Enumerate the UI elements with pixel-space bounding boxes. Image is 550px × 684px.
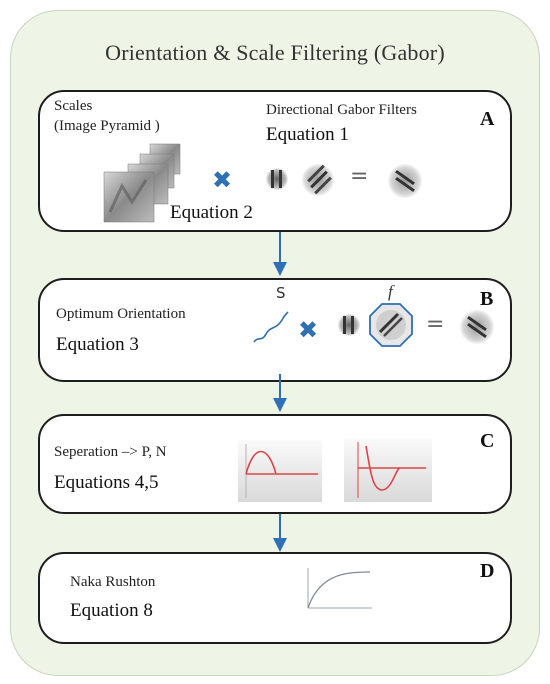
negative-part-plot-icon <box>344 438 432 502</box>
panel-b: Optimum Orientation Equation 3 B S f ✖ = <box>38 278 512 382</box>
selected-gabor-filter-icon <box>369 303 413 347</box>
multiply-icon: ✖ <box>298 316 319 344</box>
gabor-filter-icon <box>460 310 494 344</box>
s-curve-icon <box>253 311 289 343</box>
separation-label: Seperation –> P, N <box>54 444 167 460</box>
f-label: f <box>388 282 393 301</box>
equals-icon: = <box>426 312 445 337</box>
down-arrow-icon <box>273 514 287 552</box>
naka-rushton-curve-icon <box>300 564 376 614</box>
panel-c: Seperation –> P, N Equations 4,5 C <box>38 414 512 514</box>
equations-4-5: Equations 4,5 <box>54 472 159 493</box>
diagram-title: Orientation & Scale Filtering (Gabor) <box>105 40 445 65</box>
down-arrow-icon <box>273 232 287 276</box>
panel-letter-a: A <box>480 108 495 130</box>
positive-part-plot-icon <box>238 440 322 502</box>
multiply-icon: ✖ <box>212 166 233 194</box>
panel-d: Naka Rushton Equation 8 D <box>38 552 512 644</box>
panel-letter-b: B <box>480 288 494 310</box>
equation-8: Equation 8 <box>70 600 153 621</box>
panel-a: Scales (Image Pyramid ) Directional Gabo… <box>38 90 512 232</box>
directional-gabor-label: Directional Gabor Filters <box>266 102 417 118</box>
image-pyramid-label: (Image Pyramid ) <box>54 118 160 134</box>
panel-letter-d: D <box>480 560 495 582</box>
panel-letter-c: C <box>480 430 495 452</box>
naka-rushton-label: Naka Rushton <box>70 574 156 590</box>
gabor-filter-icon <box>302 164 334 196</box>
gabor-filter-icon <box>338 314 360 336</box>
equation-3: Equation 3 <box>56 334 139 355</box>
gabor-filter-icon <box>266 168 288 190</box>
s-label: S <box>276 284 286 302</box>
down-arrow-icon <box>273 374 287 412</box>
equation-1: Equation 1 <box>266 124 349 145</box>
equals-icon: = <box>350 164 369 189</box>
gabor-filter-icon <box>388 164 422 198</box>
scales-label: Scales <box>54 98 93 114</box>
equation-2: Equation 2 <box>170 202 253 223</box>
image-pyramid-icon <box>103 143 181 223</box>
optimum-orientation-label: Optimum Orientation <box>56 306 186 322</box>
